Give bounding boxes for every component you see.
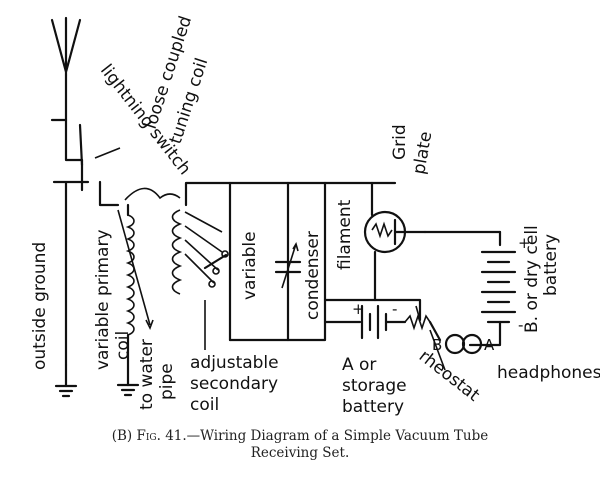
bottom-bus-wire xyxy=(228,298,422,342)
label-a-battery-1: A or xyxy=(342,355,376,375)
label-outside-ground: outside ground xyxy=(30,242,50,370)
label-water-pipe-1: to water xyxy=(137,339,157,410)
figure-caption: (B) Fig. 41.—Wiring Diagram of a Simple … xyxy=(0,428,600,462)
caption-line-1: (B) Fig. 41.—Wiring Diagram of a Simple … xyxy=(0,428,600,445)
label-plate: plate xyxy=(409,130,436,176)
label-rheostat-b: B xyxy=(432,336,442,354)
label-variable-primary-1: variable primary xyxy=(93,229,113,370)
caption-line-2: Receiving Set. xyxy=(250,445,350,461)
secondary-coil-symbol xyxy=(171,209,229,295)
label-b-battery-1: B. or dry cell xyxy=(522,225,542,333)
b-battery-symbol xyxy=(468,230,517,347)
label-condenser: condenser xyxy=(303,231,323,320)
condenser-symbol xyxy=(274,242,302,289)
label-headphones: headphones xyxy=(497,363,600,383)
antenna-lead-wire xyxy=(64,73,84,167)
label-grid: Grid xyxy=(390,124,410,160)
label-b-battery-minus: - xyxy=(518,316,523,334)
label-variable: variable xyxy=(240,231,260,300)
primary-coil-symbol xyxy=(116,203,154,397)
a-battery-symbol xyxy=(323,304,407,340)
caption-prefix: (B) xyxy=(111,428,133,444)
label-filament: filament xyxy=(335,199,355,270)
vacuum-tube-symbol xyxy=(363,181,427,302)
label-rheostat-a: A xyxy=(484,336,495,354)
label-variable-primary-2: coil xyxy=(113,331,133,360)
label-a-battery-minus: - xyxy=(392,300,397,318)
coupling-brace xyxy=(124,187,181,201)
caption-text-1: —Wiring Diagram of a Simple Vacuum Tube xyxy=(186,428,489,444)
label-b-battery-plus: + xyxy=(518,234,531,252)
headphones-symbol xyxy=(428,320,483,355)
leader-lightning-switch xyxy=(94,147,121,159)
label-a-battery-2: storage xyxy=(342,376,407,396)
label-water-pipe-2: pipe xyxy=(157,363,177,400)
label-a-battery-3: battery xyxy=(342,397,404,417)
label-secondary-1: adjustable xyxy=(190,353,279,373)
switch-to-primary-wire xyxy=(98,180,120,207)
lightning-switch-symbol xyxy=(50,118,90,367)
label-rheostat: rheostat xyxy=(415,346,483,406)
caption-fig-number: Fig. 41. xyxy=(136,428,187,444)
label-a-battery-plus: + xyxy=(352,300,365,318)
label-b-battery-2: battery xyxy=(541,234,561,296)
rheostat-symbol xyxy=(404,305,431,331)
label-secondary-3: coil xyxy=(190,395,219,415)
top-bus-wire xyxy=(184,181,397,207)
leader-rheostat xyxy=(429,329,446,371)
antenna-symbol xyxy=(50,16,82,77)
outside-ground-symbol xyxy=(54,363,78,398)
label-secondary-2: secondary xyxy=(190,374,278,394)
